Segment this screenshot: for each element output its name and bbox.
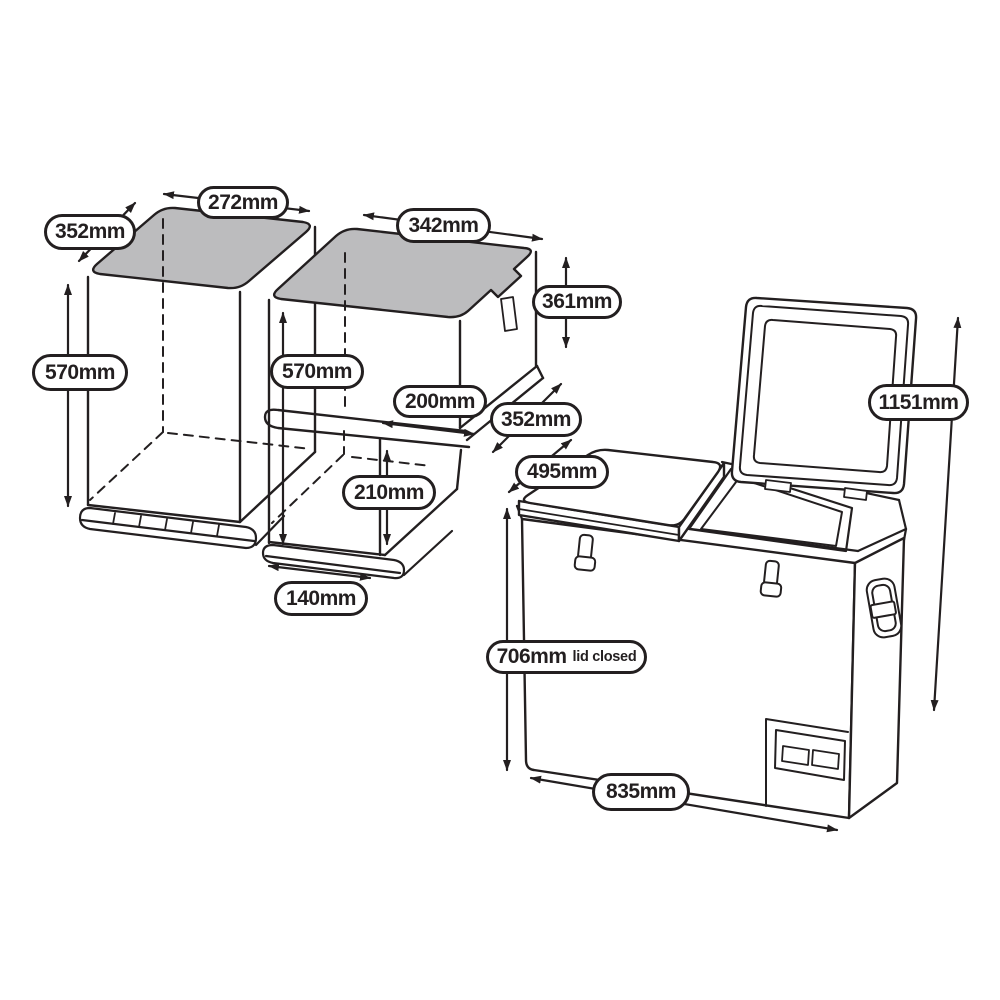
arrow-box-right-step-width bbox=[381, 420, 476, 437]
dim-label-box-left-height: 570mm bbox=[32, 354, 128, 391]
box-right-hinge-tab bbox=[500, 296, 518, 332]
dim-label-box-right-bottom-width: 140mm bbox=[274, 581, 368, 616]
box-left-hidden-edges bbox=[89, 218, 312, 501]
latch-icon-left bbox=[573, 533, 597, 572]
dim-label-box-right-step-height: 210mm bbox=[342, 475, 436, 510]
dim-label-fridge-open-height: 1151mm bbox=[868, 384, 969, 421]
fridge-closed-height-value: 706mm bbox=[496, 645, 567, 668]
interior-box-left-drawing bbox=[78, 206, 317, 550]
dim-label-box-right-step-width: 200mm bbox=[393, 385, 487, 418]
dim-label-box-right-depth: 352mm bbox=[490, 402, 582, 437]
panel-button-right bbox=[811, 749, 840, 770]
dim-label-box-left-width: 272mm bbox=[197, 186, 289, 219]
dim-label-box-right-upper-height: 361mm bbox=[532, 285, 622, 319]
box-left-base-plate bbox=[78, 506, 286, 550]
dim-label-box-right-width: 342mm bbox=[396, 208, 491, 243]
arrow-fridge-open-height bbox=[930, 316, 962, 712]
hinge-tab-right bbox=[843, 487, 868, 501]
open-lid bbox=[730, 296, 918, 501]
dim-label-box-right-height: 570mm bbox=[270, 354, 364, 389]
arrow-box-right-bottom-width bbox=[267, 563, 372, 581]
dim-label-fridge-width: 835mm bbox=[592, 773, 690, 811]
dim-label-fridge-closed-height: 706mm lid closed bbox=[486, 640, 647, 674]
latch-icon-right bbox=[759, 559, 783, 598]
box-right-base-plate bbox=[261, 529, 454, 580]
fridge-closed-height-suffix: lid closed bbox=[572, 649, 637, 665]
dim-label-fridge-depth: 495mm bbox=[515, 455, 609, 489]
box-right-top-face bbox=[273, 227, 532, 319]
handle-icon bbox=[865, 577, 903, 639]
hinge-tab-left bbox=[764, 479, 792, 493]
dim-label-box-left-depth: 352mm bbox=[44, 214, 136, 250]
fridge-drawing bbox=[515, 296, 918, 820]
panel-button-left bbox=[781, 745, 810, 766]
